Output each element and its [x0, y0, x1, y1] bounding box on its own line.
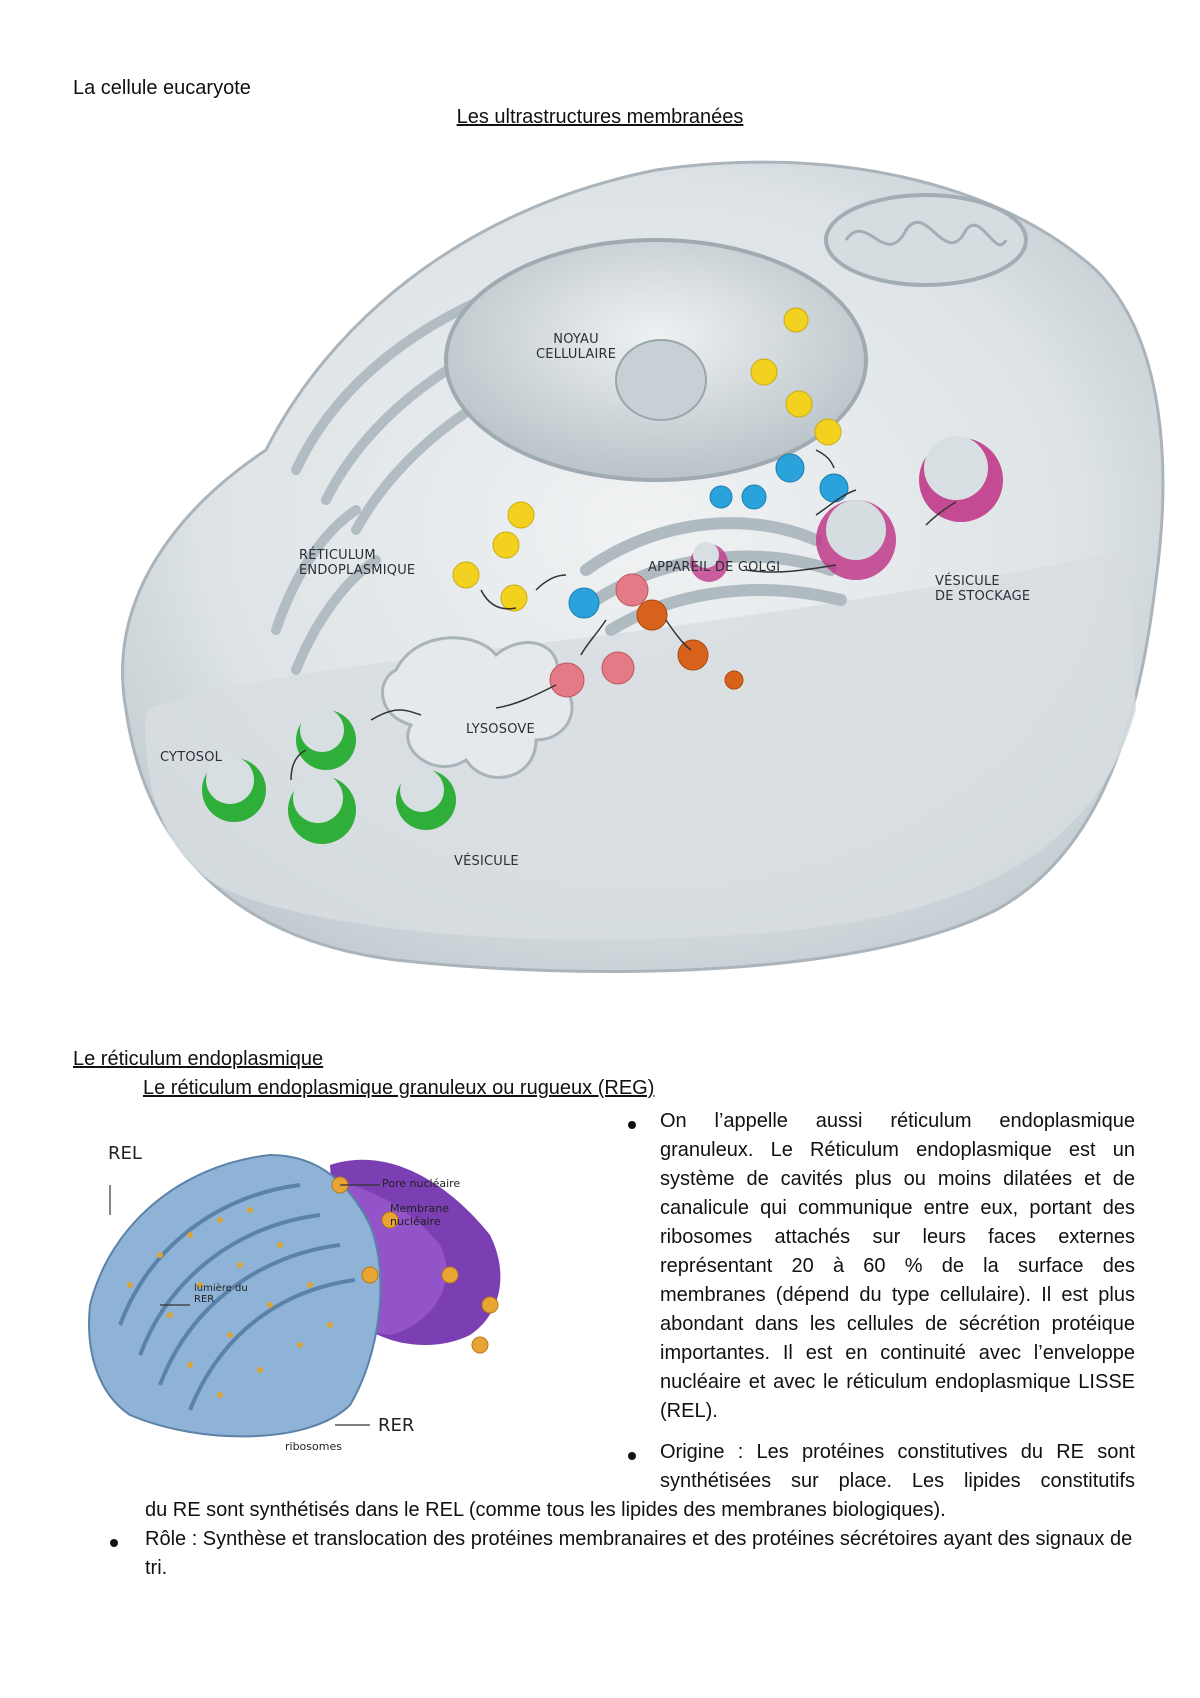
pink-vesicles: [549, 573, 649, 698]
lysosome: [381, 636, 574, 779]
bullet-dot-2: [628, 1452, 636, 1460]
bullet-dot-3: [110, 1539, 118, 1547]
label-ribosomes: ribosomes: [285, 1440, 342, 1453]
eukaryotic-cell-figure: NOYAU CELLULAIRE RÉTICULUM ENDOPLASMIQUE…: [96, 150, 1176, 990]
orange-vesicles: [636, 599, 744, 690]
label-pore-nucleaire: Pore nucléaire: [382, 1177, 461, 1190]
label-vesicule-stockage: VÉSICULE DE STOCKAGE: [935, 574, 1031, 604]
label-lysosome: LYSOSOVE: [466, 722, 535, 737]
mitochondrion: [824, 193, 1028, 287]
bullet-text-2: Origine : Les protéines constitutives du…: [660, 1441, 1135, 1492]
cell-illustration: [121, 160, 1165, 973]
bullet-dot-1: [628, 1121, 636, 1129]
label-rel: REL: [108, 1143, 142, 1164]
bullet-text-2-continued: du RE sont synthétisés dans le REL (comm…: [145, 1499, 946, 1521]
label-cytosol: CYTOSOL: [160, 750, 223, 765]
label-noyau: NOYAU CELLULAIRE: [536, 332, 617, 362]
er-figure: REL Pore nucléaire Membrane nucléaire lu…: [70, 1125, 540, 1465]
label-membrane-nucleaire: Membrane nucléaire: [390, 1202, 449, 1228]
green-vesicles: [202, 708, 456, 844]
document-title: La cellule eucaryote: [73, 77, 251, 99]
er-section-title: Le réticulum endoplasmique: [73, 1048, 324, 1070]
section-title: Les ultrastructures membranées: [456, 106, 744, 128]
label-rer: RER: [378, 1415, 415, 1436]
transport-arrows: [290, 449, 957, 781]
bullet-text-1: On l’appelle aussi réticulum endoplasmiq…: [660, 1110, 1135, 1422]
er-illustration: [88, 1153, 501, 1438]
blue-vesicles: [568, 453, 849, 619]
reg-subtitle: Le réticulum endoplasmique granuleux ou …: [143, 1077, 655, 1099]
label-lumiere-rer: lumière du RER: [194, 1283, 248, 1305]
yellow-vesicles: [452, 307, 842, 612]
label-vesicule: VÉSICULE: [454, 854, 519, 869]
bullet-text-3: Rôle : Synthèse et translocation des pro…: [145, 1528, 1133, 1579]
label-reticulum: RÉTICULUM ENDOPLASMIQUE: [299, 548, 416, 578]
label-golgi: APPAREIL DE GOLGI: [648, 560, 781, 575]
nucleolus: [615, 339, 707, 421]
